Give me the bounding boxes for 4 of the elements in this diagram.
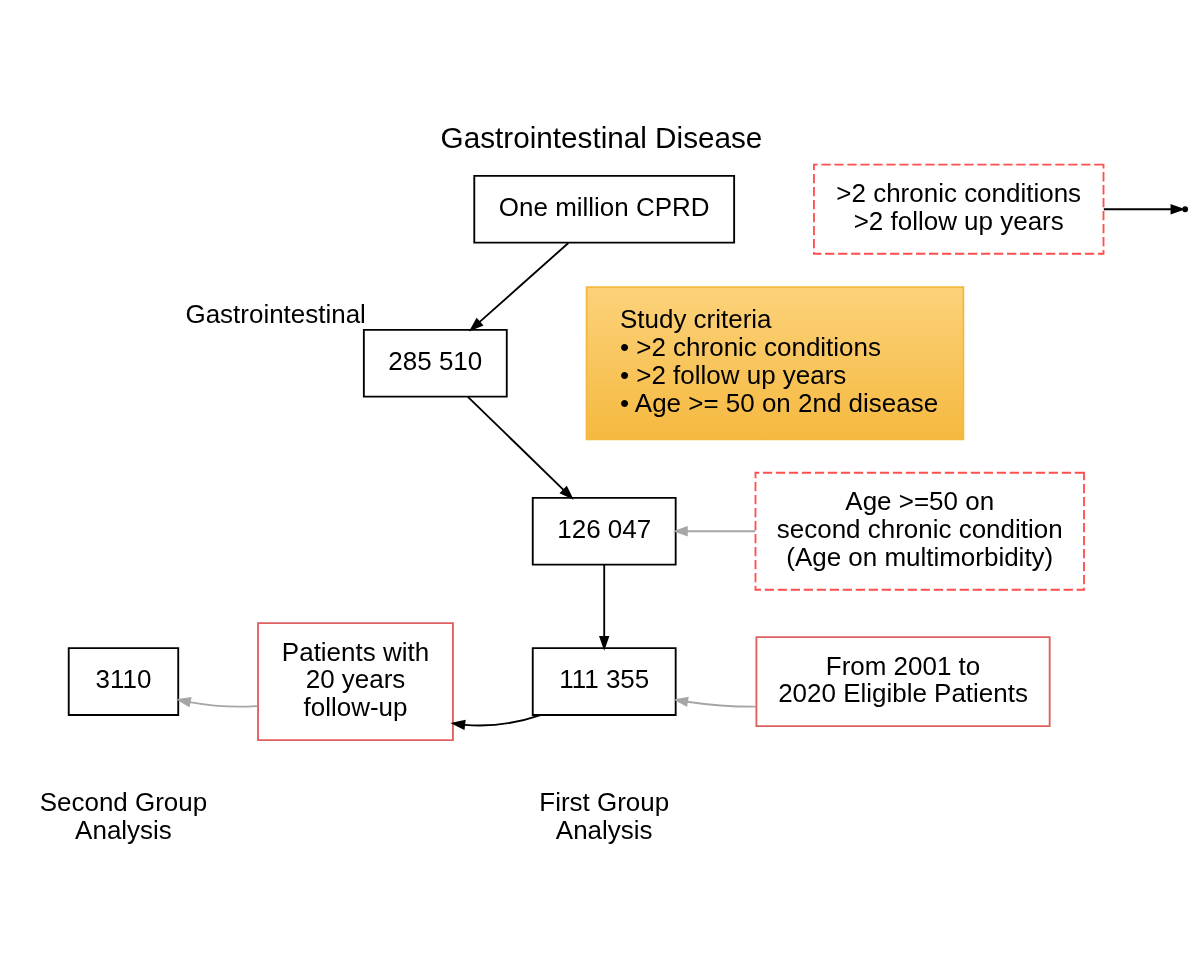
diagram-title: Gastrointestinal Disease xyxy=(440,120,763,154)
node-label: Gastrointestinal xyxy=(185,298,366,329)
node-label: First Group Analysis xyxy=(539,786,670,845)
node-label: Second Group Analysis xyxy=(39,786,208,845)
